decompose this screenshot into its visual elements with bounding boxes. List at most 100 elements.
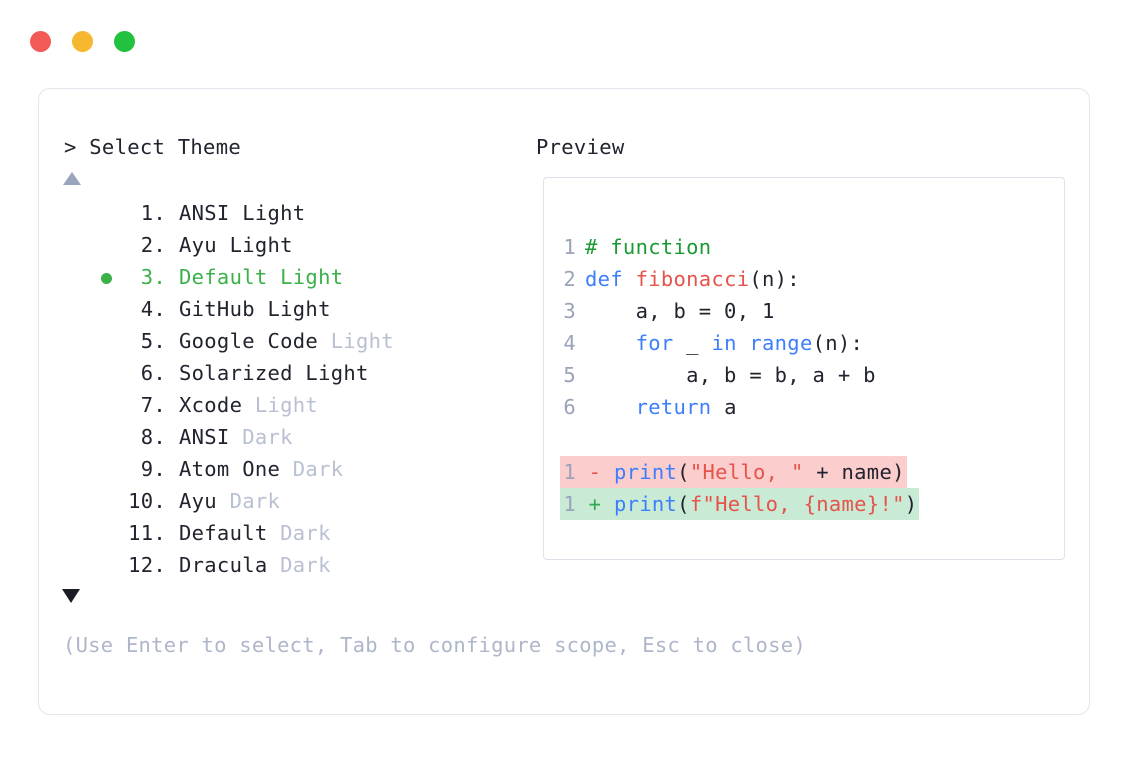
line-number: 6	[563, 395, 576, 419]
theme-item-variant: Light	[280, 265, 344, 289]
theme-item-variant: Light	[229, 233, 293, 257]
code-token: a	[711, 395, 737, 419]
theme-list-item[interactable]: 7. Xcode Light	[39, 389, 509, 421]
code-line: 6 return a	[560, 391, 876, 423]
code-token: for	[635, 331, 674, 355]
footer-hint: (Use Enter to select, Tab to configure s…	[63, 633, 806, 657]
theme-item-variant: Light	[330, 329, 394, 353]
theme-item-number: 3.	[140, 265, 166, 289]
theme-list-item[interactable]: 6. Solarized Light	[39, 357, 509, 389]
theme-list-item[interactable]: 9. Atom One Dark	[39, 453, 509, 485]
theme-item-variant: Light	[267, 297, 331, 321]
code-token: (	[677, 492, 690, 516]
theme-item-variant: Dark	[292, 457, 344, 481]
theme-item-label: Dracula Dark	[179, 553, 331, 577]
theme-item-label: Ayu Light	[179, 233, 293, 257]
theme-list-item[interactable]: 8. ANSI Dark	[39, 421, 509, 453]
code-token: _	[673, 331, 712, 355]
theme-list-item[interactable]: 10. Ayu Dark	[39, 485, 509, 517]
code-token: fibonacci	[635, 267, 750, 291]
theme-list-item[interactable]: 2. Ayu Light	[39, 229, 509, 261]
code-token: print	[613, 460, 678, 484]
code-token: def	[585, 267, 636, 291]
preview-title: Preview	[536, 135, 625, 159]
code-token: (n):	[812, 331, 864, 355]
theme-item-number: 4.	[140, 297, 166, 321]
diff-row: 1 - print("Hello, " + name)	[560, 456, 919, 488]
code-token: print	[613, 492, 678, 516]
code-token: in range	[711, 331, 813, 355]
theme-item-label: Solarized Light	[179, 361, 369, 385]
theme-item-number: 7.	[140, 393, 166, 417]
theme-list-item[interactable]: 1. ANSI Light	[39, 197, 509, 229]
theme-item-number: 1.	[140, 201, 166, 225]
code-token: a, b = b, a + b	[585, 363, 876, 387]
theme-item-label: Atom One Dark	[179, 457, 344, 481]
theme-list-item[interactable]: 4. GitHub Light	[39, 293, 509, 325]
diff-added-line: 1 + print(f"Hello, {name}!")	[560, 488, 920, 520]
theme-item-label: ANSI Light	[179, 201, 306, 225]
triangle-down-icon[interactable]	[62, 589, 80, 603]
theme-picker-card: > Select Theme Preview 1. ANSI Light 2. Ayu…	[38, 88, 1090, 715]
code-token: + name)	[803, 460, 905, 484]
code-token: f"Hello, {name}!"	[689, 492, 905, 516]
code-token: )	[904, 492, 918, 516]
line-number: 3	[563, 299, 576, 323]
theme-list: 1. ANSI Light 2. Ayu Light 3. Default Light 4.…	[39, 197, 509, 581]
code-token	[585, 331, 636, 355]
code-token: "Hello, "	[689, 460, 804, 484]
code-line: 3 a, b = 0, 1	[560, 295, 876, 327]
line-number: 5	[563, 363, 576, 387]
theme-item-number: 8.	[140, 425, 166, 449]
diff-plus-sign: +	[576, 492, 614, 516]
theme-item-number: 10.	[128, 489, 166, 513]
diff-removed-line: 1 - print("Hello, " + name)	[560, 456, 907, 488]
code-line: 1 # function	[560, 231, 876, 263]
code-token: return	[635, 395, 712, 419]
diff-row: 1 + print(f"Hello, {name}!")	[560, 488, 920, 520]
close-dot[interactable]	[30, 31, 51, 52]
minimize-dot[interactable]	[72, 31, 93, 52]
theme-item-label: ANSI Dark	[179, 425, 293, 449]
theme-item-number: 9.	[140, 457, 166, 481]
line-number: 1	[563, 460, 576, 484]
theme-list-item[interactable]: 5. Google Code Light	[39, 325, 509, 357]
line-number: 2	[563, 267, 576, 291]
code-line: 4 for _ in range(n):	[560, 327, 876, 359]
theme-item-variant: Dark	[242, 425, 293, 449]
theme-item-label: Ayu Dark	[179, 489, 281, 513]
line-number: 1	[563, 235, 576, 259]
theme-item-label: Default Dark	[179, 521, 331, 545]
diff-minus-sign: -	[576, 460, 614, 484]
code-token: a, b = 0, 1	[585, 299, 775, 323]
page-title: > Select Theme	[64, 135, 241, 159]
theme-item-label: GitHub Light	[179, 297, 331, 321]
theme-item-label: Google Code Light	[179, 329, 394, 353]
theme-item-variant: Dark	[280, 521, 331, 545]
theme-item-label: Xcode Light	[179, 393, 319, 417]
code-line: 2 def fibonacci(n):	[560, 263, 876, 295]
maximize-dot[interactable]	[114, 31, 135, 52]
triangle-up-icon[interactable]	[63, 172, 81, 185]
theme-item-variant: Dark	[229, 489, 281, 513]
code-token: (n):	[749, 267, 800, 291]
code-token: (	[677, 460, 690, 484]
diff-block: 1 - print("Hello, " + name)1 + print(f"H…	[560, 456, 920, 520]
selected-bullet-icon	[101, 273, 112, 284]
theme-item-number: 5.	[140, 329, 166, 353]
theme-list-item[interactable]: 3. Default Light	[39, 261, 509, 293]
line-number: 1	[563, 492, 576, 516]
theme-list-item[interactable]: 11.Default Dark	[39, 517, 509, 549]
theme-item-number: 6.	[140, 361, 166, 385]
theme-item-variant: Light	[254, 393, 319, 417]
code-line: 5 a, b = b, a + b	[560, 359, 876, 391]
theme-list-item[interactable]: 12. Dracula Dark	[39, 549, 509, 581]
line-number: 4	[563, 331, 576, 355]
theme-item-number: 2.	[140, 233, 166, 257]
theme-item-label: Default Light	[179, 265, 344, 289]
theme-item-number: 12.	[128, 553, 166, 577]
theme-item-variant: Dark	[280, 553, 331, 577]
code-token: # function	[585, 235, 712, 259]
